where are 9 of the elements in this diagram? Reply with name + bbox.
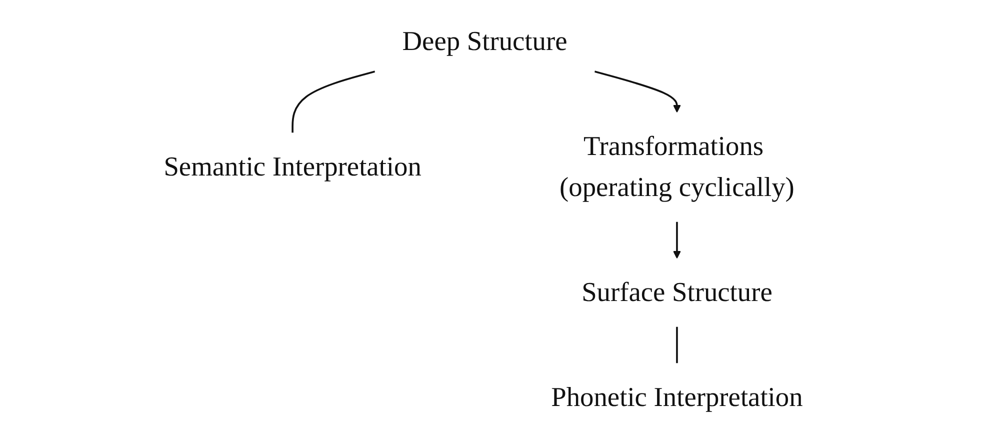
node-text: Transformations (operating cyclically) xyxy=(560,131,795,203)
node-text: Deep Structure xyxy=(402,26,568,57)
connector xyxy=(676,326,678,364)
node-text: Semantic Interpretation xyxy=(164,152,422,182)
node-text: Phonetic Interpretation xyxy=(551,382,803,413)
arrow xyxy=(594,70,682,113)
node-text: Surface Structure xyxy=(582,277,773,308)
connector xyxy=(292,70,376,133)
arrow xyxy=(673,222,682,259)
